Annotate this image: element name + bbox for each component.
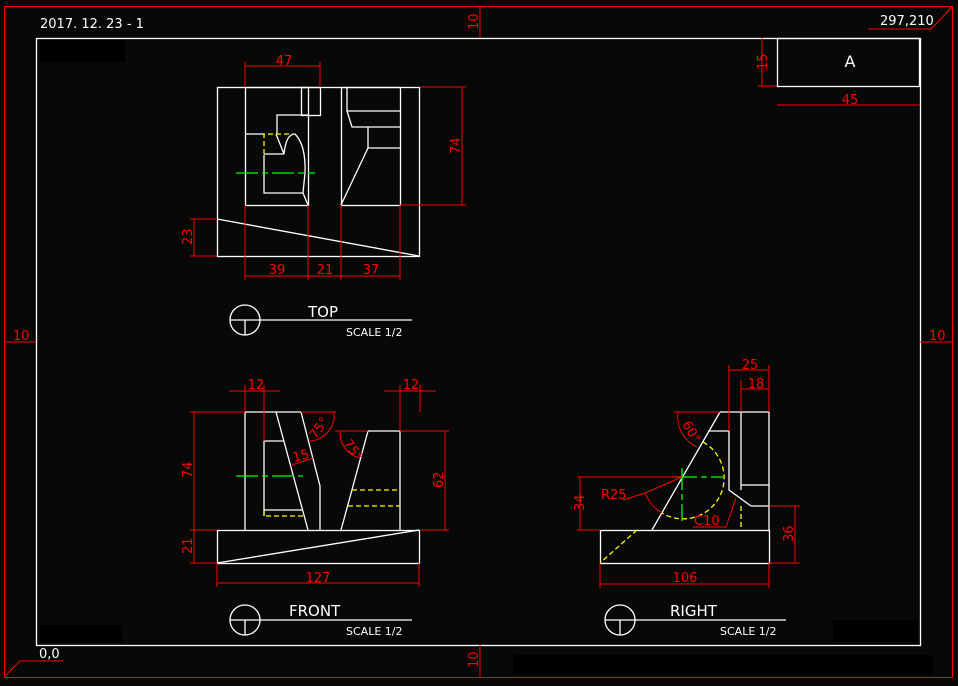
margin-top-dim: 10 — [467, 6, 482, 38]
right-dim-c10: C10 — [694, 514, 720, 529]
dark-patch — [40, 625, 122, 643]
margin-right-dim: 10 — [920, 329, 952, 344]
title-block: A 15 45 — [756, 37, 921, 108]
front-dim-62: 62 — [432, 471, 447, 488]
title-block-width-dim: 45 — [842, 93, 859, 108]
front-angle-75-1: 75° — [307, 415, 333, 442]
front-view-label: FRONT SCALE 1/2 — [229, 602, 412, 638]
right-dim-106: 106 — [673, 571, 698, 586]
right-dim-r25: R25 — [601, 488, 627, 503]
sheet-size-marker: 297,210 — [868, 6, 953, 30]
origin-marker: 0,0 — [4, 647, 63, 677]
right-dim-36: 36 — [782, 525, 797, 542]
right-dim-18: 18 — [748, 377, 765, 392]
front-angle-75-2: 75° — [340, 437, 366, 464]
drawing-frame — [35, 37, 922, 647]
front-dim-15: 15 — [291, 447, 311, 466]
right-dim-25: 25 — [742, 358, 759, 373]
right-view[interactable]: R25 C10 60° 25 18 34 36 106 — [573, 358, 800, 588]
origin-label: 0,0 — [39, 647, 60, 662]
sheet-size-label: 297,210 — [880, 14, 934, 29]
margin-top-label: 10 — [467, 13, 482, 30]
dark-patch — [833, 620, 918, 642]
right-view-label: RIGHT SCALE 1/2 — [604, 602, 786, 638]
top-view[interactable]: 47 74 23 39 21 37 — [181, 54, 466, 280]
top-view-label: TOP SCALE 1/2 — [229, 303, 412, 339]
right-view-name: RIGHT — [670, 602, 718, 620]
title-block-height-dim: 15 — [756, 53, 771, 70]
front-dim-12-left: 12 — [248, 378, 265, 393]
front-dim-74: 74 — [181, 461, 196, 478]
front-view-scale: SCALE 1/2 — [346, 625, 402, 638]
margin-bottom-label: 10 — [467, 651, 482, 668]
right-view-scale: SCALE 1/2 — [720, 625, 776, 638]
margin-left-dim: 10 — [4, 329, 36, 344]
front-view-name: FRONT — [289, 602, 341, 620]
top-dim-47: 47 — [276, 54, 293, 69]
front-dim-21: 21 — [181, 537, 196, 554]
margin-bottom-dim: 10 — [467, 645, 482, 677]
top-dim-23: 23 — [181, 228, 196, 245]
dark-patch — [40, 40, 125, 62]
margin-left-label: 10 — [13, 329, 30, 344]
right-dim-34: 34 — [573, 494, 588, 511]
date-label: 2017. 12. 23 - 1 — [40, 17, 144, 32]
sheet-border — [4, 6, 953, 678]
top-dim-74: 74 — [449, 137, 464, 154]
front-view[interactable]: 12 12 74 21 62 75° 75° 15 127 — [181, 378, 449, 587]
right-angle-60: 60° — [679, 419, 704, 446]
front-dim-12-right: 12 — [403, 378, 420, 393]
top-view-name: TOP — [307, 303, 338, 321]
top-dim-37: 37 — [363, 263, 380, 278]
front-dim-127: 127 — [306, 571, 331, 586]
dark-patch — [513, 655, 933, 675]
top-view-scale: SCALE 1/2 — [346, 326, 402, 339]
top-dim-39: 39 — [269, 263, 286, 278]
title-block-letter: A — [845, 52, 856, 71]
margin-right-label: 10 — [929, 329, 946, 344]
top-dim-21: 21 — [317, 263, 334, 278]
